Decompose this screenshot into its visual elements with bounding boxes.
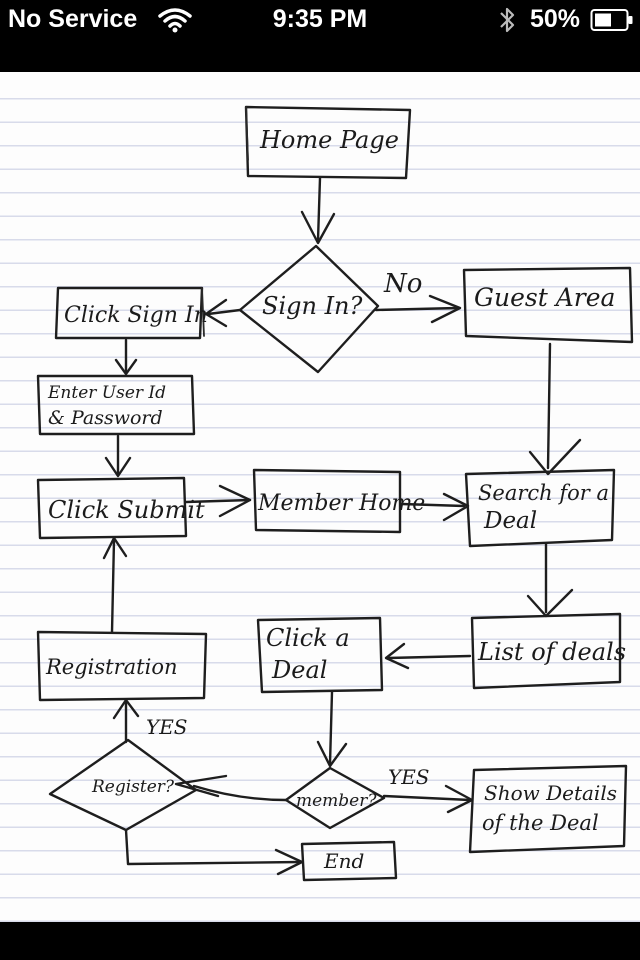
click-sign-in-node: Click Sign In [54, 286, 208, 340]
yes-registration-edge-label: YES [146, 715, 188, 739]
click-deal-label-line2: Deal [271, 656, 327, 684]
battery-percent: 50% [530, 5, 581, 33]
status-bar: No Service 9:35 PM 50% [0, 0, 640, 40]
show-details-label-line1: Show Details [484, 781, 617, 805]
bluetooth-icon [500, 7, 515, 33]
member-home-label: Member Home [257, 491, 425, 516]
register-decision-label: Register? [91, 777, 175, 797]
list-of-deals-node: List of deals [470, 612, 626, 690]
registration-label: Registration [45, 655, 178, 679]
registration-node: Registration [36, 630, 208, 702]
click-sign-in-label: Click Sign In [64, 303, 208, 328]
no-edge-label: No [383, 269, 422, 299]
sign-in-decision-node: Sign In? [238, 244, 380, 374]
member-decision-label: member? [296, 791, 377, 811]
end-node: End [300, 840, 398, 882]
yes-member-edge-label: YES [388, 765, 430, 789]
click-deal-label-line1: Click a [266, 624, 350, 652]
click-submit-label: Click Submit [48, 496, 205, 524]
click-submit-node: Click Submit [36, 476, 205, 540]
show-details-node: Show Details of the Deal [468, 764, 628, 854]
show-details-label-line2: of the Deal [482, 811, 599, 835]
enter-credentials-label-line2: & Password [48, 407, 163, 429]
search-deal-label-line2: Deal [483, 508, 537, 534]
click-deal-node: Click a Deal [256, 616, 384, 694]
top-bar-gap [0, 40, 640, 72]
search-deal-node: Search for a Deal [464, 468, 616, 548]
end-label: End [323, 849, 364, 873]
search-deal-label-line1: Search for a [478, 481, 609, 505]
register-decision-node: Register? [48, 738, 198, 832]
home-page-node: Home Page [244, 105, 412, 180]
carrier-label: No Service [8, 5, 138, 33]
clock-time: 9:35 PM [272, 5, 368, 33]
list-of-deals-label: List of deals [477, 638, 626, 666]
member-home-node: Member Home [252, 468, 425, 534]
enter-credentials-label-line1: Enter User Id [47, 383, 166, 403]
member-decision-node: member? [284, 766, 386, 830]
battery-icon [590, 9, 633, 31]
guest-area-node: Guest Area [462, 266, 634, 344]
sign-in-decision-label: Sign In? [262, 292, 363, 320]
bottom-bar [0, 922, 640, 960]
wifi-icon [158, 8, 192, 33]
enter-credentials-node: Enter User Id & Password [36, 374, 196, 436]
guest-area-label: Guest Area [474, 283, 615, 312]
home-page-label: Home Page [259, 126, 399, 154]
